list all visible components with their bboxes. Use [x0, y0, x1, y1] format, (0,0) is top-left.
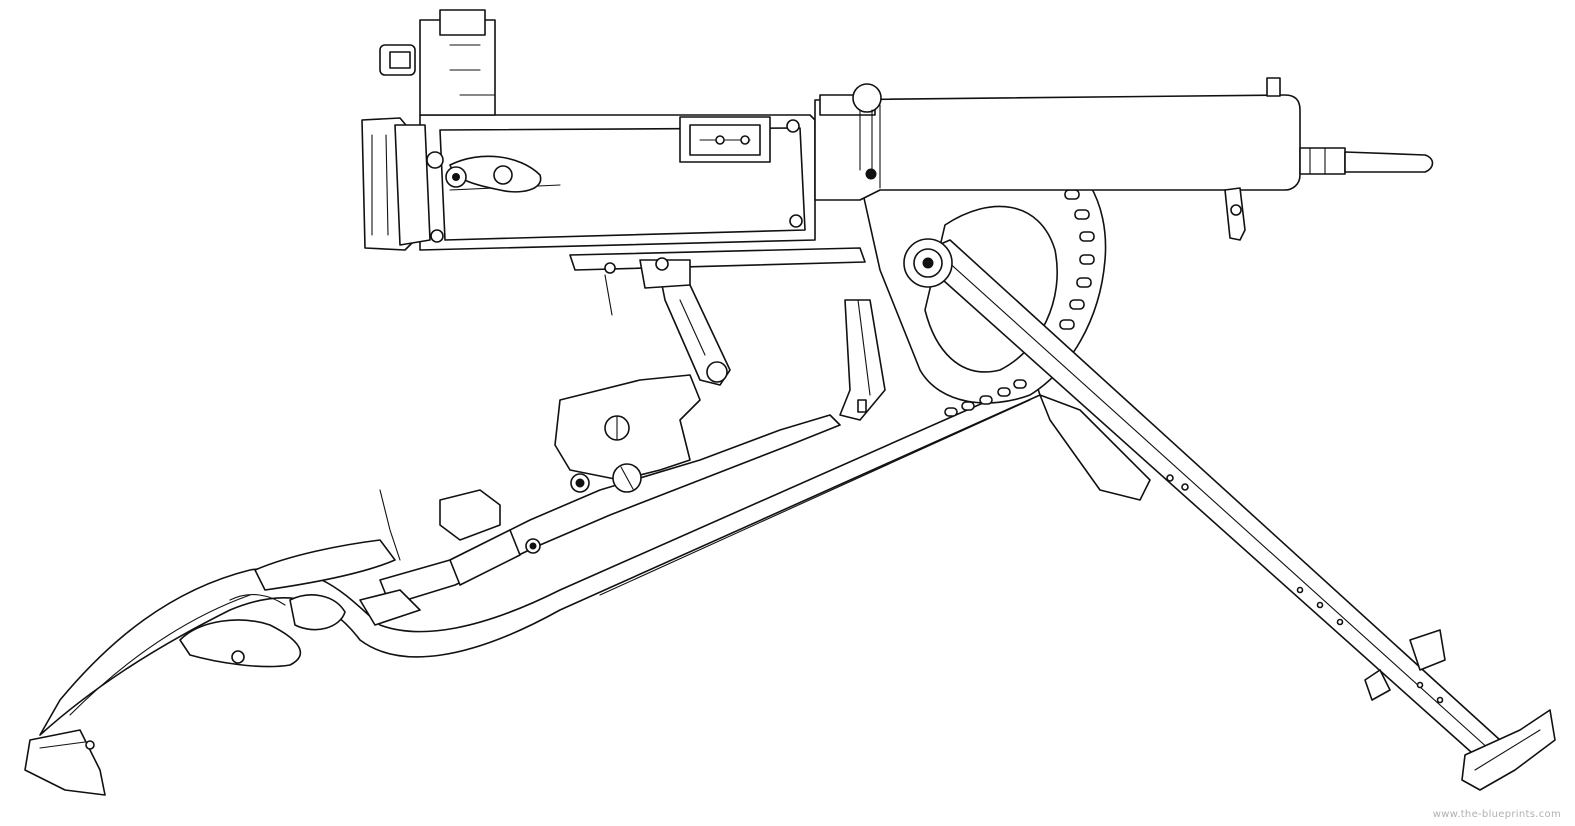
rear-sight	[379, 9, 496, 116]
front-foot-pad	[1364, 629, 1556, 791]
receiver-body	[419, 114, 816, 251]
front-tripod-leg	[914, 239, 1501, 761]
support-strut	[659, 274, 731, 386]
barrel-jacket	[814, 77, 1301, 201]
muzzle-device	[1299, 147, 1434, 175]
rear-spade-grip	[361, 117, 431, 251]
pivot-pin	[903, 238, 953, 288]
rear-foot-pad	[24, 729, 106, 796]
adjustment-slots	[944, 189, 1095, 417]
jacket-latch	[1224, 187, 1246, 241]
elevation-mechanism	[359, 374, 841, 626]
trail-grip-assembly	[179, 539, 396, 668]
sledge-mount-frame	[39, 379, 1041, 736]
watermark-text: www.the-blueprints.com	[1432, 809, 1561, 820]
receiver-lower-rail	[569, 247, 866, 316]
